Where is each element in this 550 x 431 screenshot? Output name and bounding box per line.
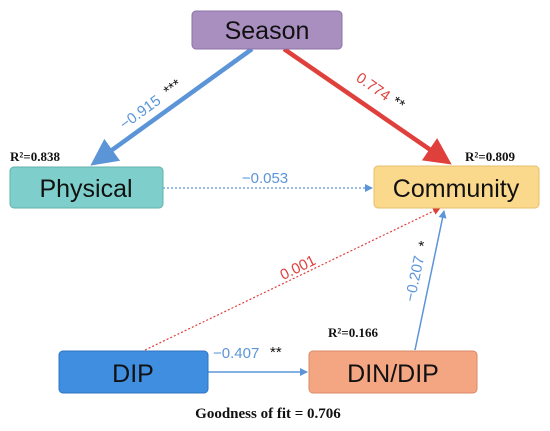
node-physical-box [9,166,164,209]
arrow-season-physical [90,47,254,166]
coef-dip-community: 0.001 [277,252,318,284]
node-dindip: DIN/DIP [308,350,478,394]
node-dip-box [58,350,209,394]
coef-dip-dindip: −0.407 [213,345,259,362]
node-community-box [373,165,540,209]
node-physical: Physical [9,166,164,209]
coef-dindip-community: −0.207 [402,254,428,303]
node-dindip-label: DIN/DIP [347,360,439,388]
arrow-dindip-community [414,210,447,351]
r2-physical: R²=0.838 [10,149,60,164]
r2-dindip: R²=0.166 [328,325,378,340]
sig-season-community: ** [389,93,408,114]
sig-season-physical: *** [161,76,185,100]
node-dip: DIP [58,350,209,394]
node-season-label: Season [225,17,310,45]
goodness-of-fit: Goodness of fit = 0.706 [195,406,341,422]
node-dindip-box [308,350,478,394]
node-community: Community [373,165,540,209]
coef-physical-community: −0.053 [242,170,288,187]
node-physical-label: Physical [39,175,132,203]
node-dip-label: DIP [112,360,154,388]
sig-dindip-community: * [415,239,433,248]
sig-dip-dindip: ** [270,344,282,361]
arrow-season-community [282,47,452,165]
node-season: Season [191,10,343,50]
r2-community: R²=0.809 [465,149,515,164]
coef-dindip-community-group: −0.207 * [402,239,433,303]
coef-season-community-group: 0.774 ** [353,69,408,114]
coef-dip-dindip-group: −0.407 ** [213,344,282,362]
node-community-label: Community [393,175,520,203]
node-season-box [191,10,343,50]
arrow-dip-community [144,207,441,351]
